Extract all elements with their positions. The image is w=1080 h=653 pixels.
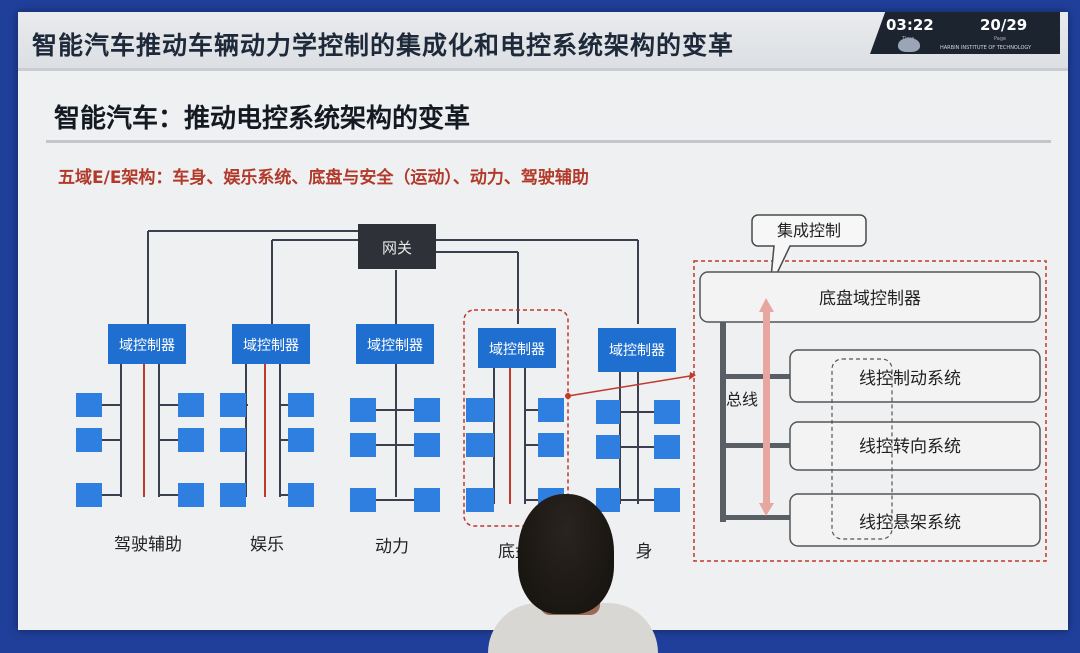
ecu-node	[596, 400, 620, 424]
arrow-head-icon	[689, 372, 696, 380]
ecu-node	[76, 428, 102, 452]
domain-label: 动力	[375, 537, 409, 557]
institution-logo-icon	[898, 38, 920, 52]
chassis-domain-highlight	[463, 309, 569, 527]
chassis-controller-label: 底盘域控制器	[819, 289, 921, 309]
time-display: 03:22	[886, 16, 934, 34]
subsystem-brake	[789, 349, 1041, 403]
wire-control-group	[831, 358, 893, 540]
domain-controller-label: 域控制器	[609, 343, 665, 359]
ecu-node	[596, 488, 620, 512]
ecu-node	[538, 398, 564, 422]
ecu-node	[288, 483, 314, 507]
chassis-link-arrow	[567, 375, 691, 397]
domain-controller-box	[356, 324, 434, 364]
ecu-node	[654, 488, 680, 512]
ecu-node	[76, 483, 102, 507]
bus-branch	[720, 515, 790, 520]
gateway-box	[358, 224, 436, 269]
architecture-description: 五域E/E架构：车身、娱乐系统、底盘与安全（运动）、动力、驾驶辅助	[58, 168, 589, 188]
ecu-node	[414, 398, 440, 422]
slide-title: 智能汽车推动车辆动力学控制的集成化和电控系统架构的变革	[32, 31, 735, 60]
ecu-node	[466, 488, 494, 512]
bus-branch	[720, 374, 790, 379]
arrow-up-icon	[759, 298, 774, 312]
domain-controller-box	[108, 324, 186, 364]
ee-architecture-diagram: 网关 域控制器 驾驶辅助 域控制器	[76, 214, 1047, 562]
ecu-node	[596, 435, 620, 459]
domain-label: 驾驶辅助	[114, 535, 182, 555]
domain-column-entertainment: 域控制器 娱乐	[220, 324, 314, 555]
ecu-node	[414, 433, 440, 457]
chassis-domain-controller	[699, 271, 1041, 323]
ecu-node	[350, 488, 376, 512]
domain-controller-label: 域控制器	[243, 338, 299, 354]
integrated-control-label: 集成控制	[777, 221, 841, 240]
audience-person-head	[518, 494, 614, 614]
ecu-node	[178, 393, 204, 417]
page-label: Page	[994, 36, 1007, 42]
ecu-node	[220, 393, 246, 417]
subsystem-steering	[789, 421, 1041, 471]
arrow-down-icon	[759, 503, 774, 516]
ecu-node	[220, 428, 246, 452]
link-dot	[565, 393, 571, 399]
ecu-node	[654, 400, 680, 424]
ecu-node	[288, 428, 314, 452]
institution-name: HARBIN INSTITUTE OF TECHNOLOGY	[940, 45, 1032, 51]
ecu-node	[654, 435, 680, 459]
bus-label: 总线	[726, 390, 758, 409]
title-bar: 智能汽车推动车辆动力学控制的集成化和电控系统架构的变革 03:22 20/29 …	[18, 12, 1068, 71]
slide-subtitle: 智能汽车：推动电控系统架构的变革	[54, 104, 471, 134]
ecu-node	[538, 433, 564, 457]
domain-label: 娱乐	[250, 535, 284, 555]
domain-column-adas: 域控制器 驾驶辅助	[76, 324, 204, 555]
domain-controller-box	[598, 328, 676, 372]
domain-label: 身	[636, 542, 653, 562]
domain-controller-box	[478, 328, 556, 368]
domain-column-chassis: 域控制器 底盘	[466, 328, 564, 562]
integrated-arrow-shaft	[763, 310, 770, 505]
bus-branch	[720, 443, 790, 448]
domain-controller-label: 域控制器	[367, 338, 423, 354]
domain-controller-label: 域控制器	[489, 342, 545, 358]
subsystem-label: 线控悬架系统	[859, 513, 961, 533]
slide-counter: 03:22 20/29 Time Page HARBIN INSTITUTE O…	[870, 12, 1060, 54]
ecu-node	[466, 433, 494, 457]
integrated-chassis-system	[693, 260, 1047, 562]
ecu-node	[466, 398, 494, 422]
integrated-control-callout	[751, 214, 867, 289]
ecu-node	[350, 433, 376, 457]
ecu-node	[414, 488, 440, 512]
ecu-node	[76, 393, 102, 417]
ecu-node	[178, 428, 204, 452]
ecu-node	[220, 483, 246, 507]
domain-controller-label: 域控制器	[119, 338, 175, 354]
domain-column-body: 域控制器 身	[596, 328, 680, 562]
subsystem-label: 线控制动系统	[859, 369, 961, 389]
subsystem-label: 线控转向系统	[859, 437, 961, 457]
ecu-node	[350, 398, 376, 422]
gateway-label: 网关	[382, 239, 412, 257]
domain-controller-box	[232, 324, 310, 364]
subtitle-divider	[46, 140, 1051, 143]
domain-column-powertrain: 域控制器 动力	[350, 324, 440, 557]
page-display: 20/29	[980, 16, 1028, 34]
bus-line	[720, 322, 726, 522]
subsystem-suspension	[789, 493, 1041, 547]
ecu-node	[288, 393, 314, 417]
presentation-slide: 智能汽车推动车辆动力学控制的集成化和电控系统架构的变革 03:22 20/29 …	[18, 12, 1068, 630]
ecu-node	[178, 483, 204, 507]
gateway-connections	[147, 230, 639, 324]
